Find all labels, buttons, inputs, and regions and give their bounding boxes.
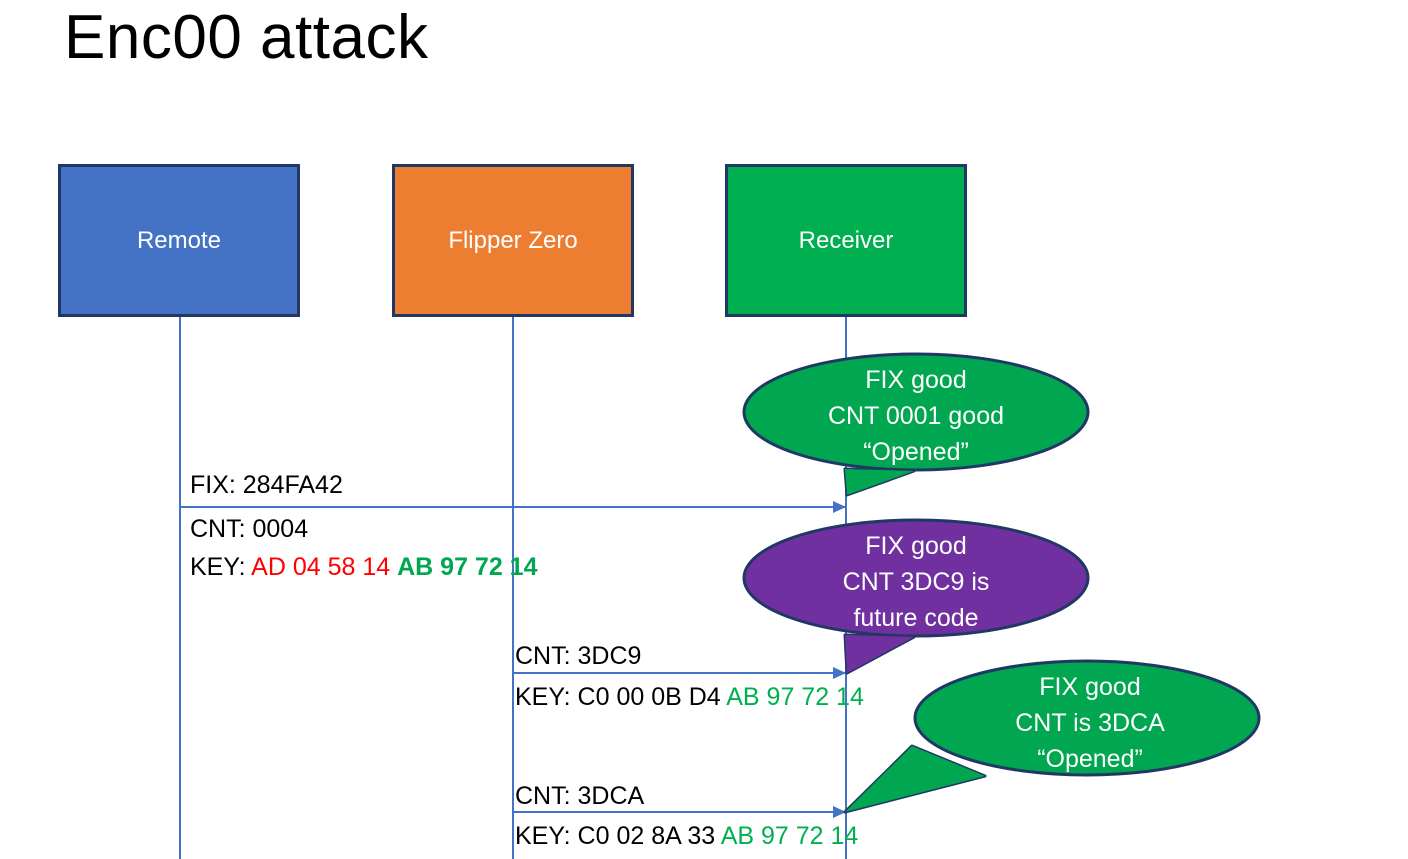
speech-bubble-receiver-response-3: FIX good CNT is 3DCA “Opened” (840, 659, 1265, 817)
key-3-green-bytes: AB 97 72 14 (720, 822, 859, 850)
speech-bubble-receiver-response-2: FIX good CNT 3DC9 is future code (742, 518, 1090, 678)
message-label-cnt-3dc9: CNT: 3DC9 (515, 642, 642, 670)
actor-label-remote: Remote (136, 226, 222, 254)
actor-label-receiver: Receiver (798, 226, 894, 254)
message-label-key-3: KEY: C0 02 8A 33 AB 97 72 14 (515, 817, 858, 855)
message-label-cnt-0004: CNT: 0004 (190, 515, 309, 543)
message-label-fix: FIX: 284FA42 (190, 471, 343, 499)
actor-box-remote[interactable]: Remote (58, 164, 300, 317)
actor-box-flipper-zero[interactable]: Flipper Zero (392, 164, 634, 317)
page-title: Enc00 attack (64, 3, 429, 72)
speech-bubble-receiver-response-1: FIX good CNT 0001 good “Opened” (742, 352, 1090, 512)
actor-label-flipper-zero: Flipper Zero (448, 226, 578, 254)
message-arrow-flipper-to-receiver-2 (513, 806, 846, 816)
lifeline-flipper-zero (512, 317, 514, 859)
message-arrow-remote-to-receiver (180, 501, 846, 511)
message-label-key-2: KEY: C0 00 0B D4 AB 97 72 14 (515, 678, 864, 716)
key-1-green-bytes: AB 97 72 14 (397, 553, 538, 581)
actor-box-receiver[interactable]: Receiver (725, 164, 967, 317)
key-1-red-bytes: AD 04 58 14 (251, 553, 391, 581)
message-label-cnt-3dca: CNT: 3DCA (515, 782, 645, 810)
message-label-key-1: KEY: AD 04 58 14 AB 97 72 14 (190, 548, 538, 586)
message-arrow-flipper-to-receiver-1 (513, 667, 846, 677)
lifeline-remote (179, 317, 181, 859)
key-2-green-bytes: AB 97 72 14 (726, 683, 864, 711)
key-2-prefix: KEY: C0 00 0B D4 (515, 683, 727, 711)
key-3-prefix: KEY: C0 02 8A 33 (515, 822, 721, 850)
key-1-prefix: KEY: (190, 553, 252, 581)
